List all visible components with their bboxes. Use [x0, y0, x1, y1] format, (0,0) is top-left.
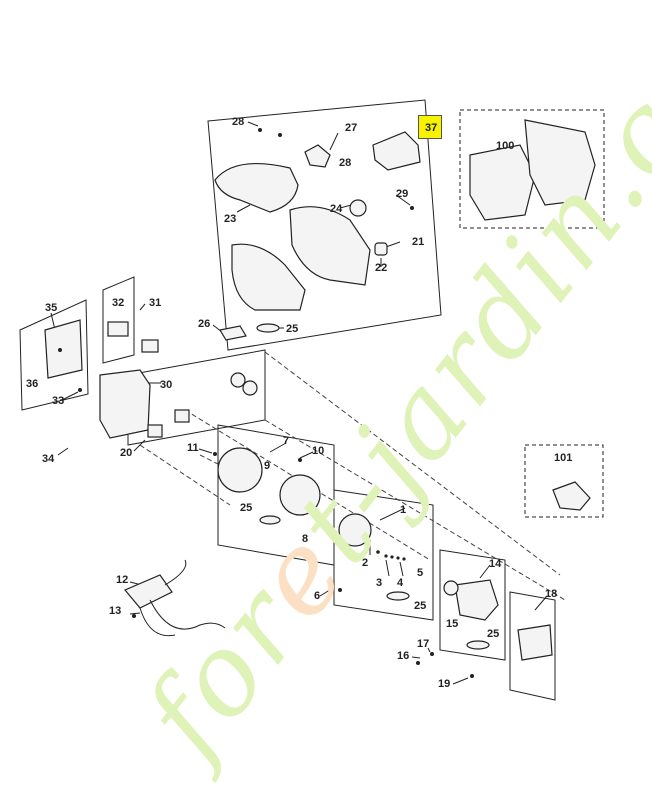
part-30 — [99, 369, 151, 439]
part-25-a — [256, 323, 280, 333]
group-frame-100 — [459, 109, 605, 229]
part-label-16: 16 — [397, 650, 410, 662]
part-label-25-low: 25 — [414, 600, 427, 612]
part-100-a — [469, 144, 536, 221]
part-label-27: 27 — [345, 122, 358, 134]
part-label-5: 5 — [417, 567, 424, 579]
part-15-ring — [443, 580, 459, 596]
part-label-9: 9 — [264, 460, 271, 472]
part-label-22: 22 — [375, 262, 388, 274]
part-18 — [517, 624, 553, 661]
group-frame-101 — [524, 444, 604, 518]
part-12-module — [124, 574, 173, 609]
part-label-7: 7 — [283, 435, 290, 447]
part-label-4: 4 — [397, 577, 404, 589]
part-label-13: 13 — [109, 605, 122, 617]
part-label-33: 33 — [52, 395, 65, 407]
part-label-2: 2 — [362, 557, 369, 569]
part-label-23: 23 — [224, 213, 237, 225]
part-label-36: 36 — [26, 378, 39, 390]
part-21-lower — [231, 243, 306, 311]
part-ring-b — [242, 380, 258, 396]
group-frame-18 — [509, 591, 556, 701]
part-label-10: 10 — [312, 445, 325, 457]
part-label-18: 18 — [545, 588, 558, 600]
part-label-17: 17 — [417, 638, 430, 650]
part-22 — [374, 242, 388, 256]
group-frame-21 — [207, 99, 442, 351]
part-25-d — [259, 515, 281, 525]
part-label-14: 14 — [489, 558, 502, 570]
part-37-cover — [372, 131, 421, 171]
part-label-101: 101 — [554, 452, 573, 464]
part-31 — [141, 339, 159, 353]
part-label-21: 21 — [412, 236, 425, 248]
part-label-15: 15 — [446, 618, 459, 630]
part-label-1: 1 — [400, 504, 407, 516]
part-label-6: 6 — [314, 590, 321, 602]
part-label-31: 31 — [149, 297, 162, 309]
part-25-c — [466, 640, 490, 650]
part-label-11: 11 — [187, 442, 199, 454]
part-101 — [552, 481, 591, 511]
part-25-b — [386, 591, 410, 601]
part-label-26: 26 — [198, 318, 211, 330]
part-7-cover — [217, 447, 263, 493]
part-label-25-mid: 25 — [240, 502, 253, 514]
part-label-19: 19 — [438, 678, 451, 690]
part-label-30: 30 — [160, 379, 173, 391]
group-frame-35 — [19, 299, 89, 411]
part-label-24: 24 — [330, 203, 343, 215]
part-23-housing — [214, 163, 299, 213]
part-1-flywheel — [338, 513, 372, 547]
part-26 — [219, 325, 247, 341]
part-label-29: 29 — [396, 188, 409, 200]
part-ring-a — [230, 372, 246, 388]
part-label-25-top: 25 — [286, 323, 299, 335]
wire-b — [164, 559, 187, 586]
part-seal-a — [147, 424, 163, 438]
part-14 — [454, 579, 499, 621]
group-frame-31 — [102, 276, 135, 364]
part-label-100: 100 — [496, 140, 515, 152]
part-100-b — [524, 119, 596, 206]
group-frame-14 — [439, 549, 506, 661]
part-label-28: 28 — [232, 116, 245, 128]
part-label-35: 35 — [45, 302, 58, 314]
part-label-8: 8 — [302, 533, 309, 545]
part-label-34: 34 — [42, 453, 55, 465]
part-35 — [44, 319, 83, 379]
part-label-28b: 28 — [339, 157, 352, 169]
part-label-12: 12 — [116, 574, 129, 586]
part-24 — [349, 199, 367, 217]
part-21-housing — [289, 206, 371, 286]
part-label-25-right: 25 — [487, 628, 500, 640]
part-label-3: 3 — [376, 577, 383, 589]
part-9-fan — [279, 474, 321, 516]
wire-a — [149, 599, 226, 630]
part-seal-b — [174, 409, 190, 423]
wire-c — [139, 607, 176, 637]
group-frame-1 — [333, 489, 434, 621]
part-label-32: 32 — [112, 297, 125, 309]
part-label-37-highlight: 37 — [418, 115, 443, 139]
part-27 — [304, 144, 331, 168]
part-label-20: 20 — [120, 447, 133, 459]
part-32 — [107, 321, 129, 337]
